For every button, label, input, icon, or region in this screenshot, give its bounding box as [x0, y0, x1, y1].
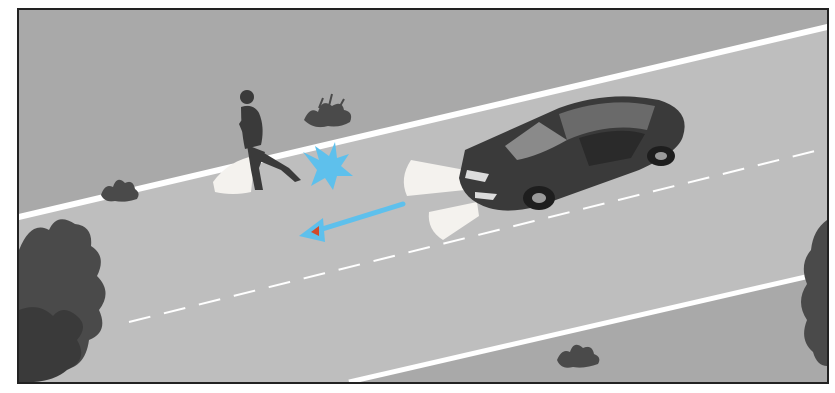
scene-frame — [17, 8, 829, 384]
pedestrian-detection-scene — [19, 10, 827, 382]
